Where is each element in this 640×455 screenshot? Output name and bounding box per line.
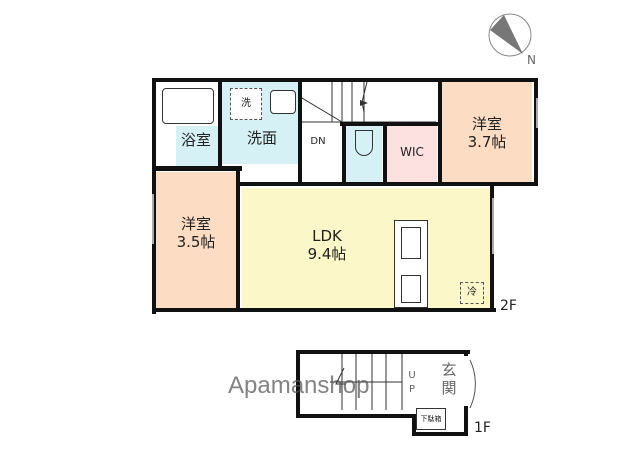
ldk-size: 9.4帖 [307,245,347,263]
shoe-box-label: 下駄箱 [420,415,442,423]
floor-2f-label: 2F [500,298,517,314]
ldk-label: LDK [312,227,342,245]
sink [270,90,296,114]
room-bathroom: 浴室 [156,82,218,166]
western-b-size: 3.5帖 [176,233,216,251]
wall-western-b [236,166,240,312]
room-ldk: LDK 9.4帖 冷 [242,188,490,308]
wall-right-upper [534,78,538,186]
entrance-label-1: 玄 [441,361,457,379]
floor-2f: 浴室 洗 洗面 DN WIC 洋室 3.7帖 [152,78,538,314]
watermark: Apamanshop [228,372,370,399]
wall-bath-wash [218,78,222,170]
bathtub [162,88,214,124]
entrance-door-icon [469,359,476,409]
window [492,198,494,254]
floor-1f-label: 1F [474,420,491,436]
stairs-down-label: DN [310,136,326,147]
wall-bath-bottom [152,166,242,171]
wall [412,432,468,436]
wall-top [152,78,538,82]
washer-space: 洗 [230,88,262,120]
wall-bottom [152,308,496,312]
room-stair-landing: DN [302,128,340,182]
wall [464,406,468,436]
room-wic: WIC [387,126,437,182]
wic-label: WIC [400,145,424,159]
room-stairs [301,81,436,128]
stove-icon [401,275,421,303]
stairs-up-u: U [408,370,416,381]
floor-1f: U P 玄 関 下駄箱 1F [296,350,491,440]
wall-left [152,78,156,314]
wall-wic-right [438,78,442,186]
wall [296,350,470,354]
wall [296,350,300,418]
wall [464,350,468,356]
bathroom-floor [176,126,218,166]
bathroom-label: 浴室 [180,131,211,149]
stairs-up-icon [330,354,403,410]
compass-north-label: N [527,53,536,67]
western-a-label: 洋室 [471,115,502,133]
western-a-size: 3.7帖 [467,133,507,151]
western-b-label: 洋室 [180,215,211,233]
stairs-up-p: P [408,384,416,395]
room-western-a: 洋室 3.7帖 [442,82,532,182]
washroom-label: 洗面 [246,129,277,147]
wall [412,414,416,436]
window [536,98,538,128]
toilet-icon [355,130,373,156]
room-western-b: 洋室 3.5帖 [156,172,236,308]
wall-wash-stairs [298,78,302,186]
wall-stair-bottom [340,122,440,126]
kitchen-counter [394,220,428,308]
entrance-label-2: 関 [441,379,457,397]
fridge-space: 冷 [460,282,484,304]
wall-toilet-left [342,122,346,186]
wall-wic-left [383,126,387,186]
shoe-box: 下駄箱 [416,408,446,430]
wall [296,414,416,418]
room-stairs-1f: U P [300,354,428,414]
room-entrance: 玄 関 [434,354,464,406]
fridge-label: 冷 [467,287,477,298]
washer-label: 洗 [241,98,251,109]
compass: N [487,12,536,67]
compass-icon [488,13,532,57]
room-washroom: 洗 洗面 [222,82,298,164]
kitchen-sink [401,227,421,259]
room-toilet [346,126,382,182]
window [152,194,154,244]
